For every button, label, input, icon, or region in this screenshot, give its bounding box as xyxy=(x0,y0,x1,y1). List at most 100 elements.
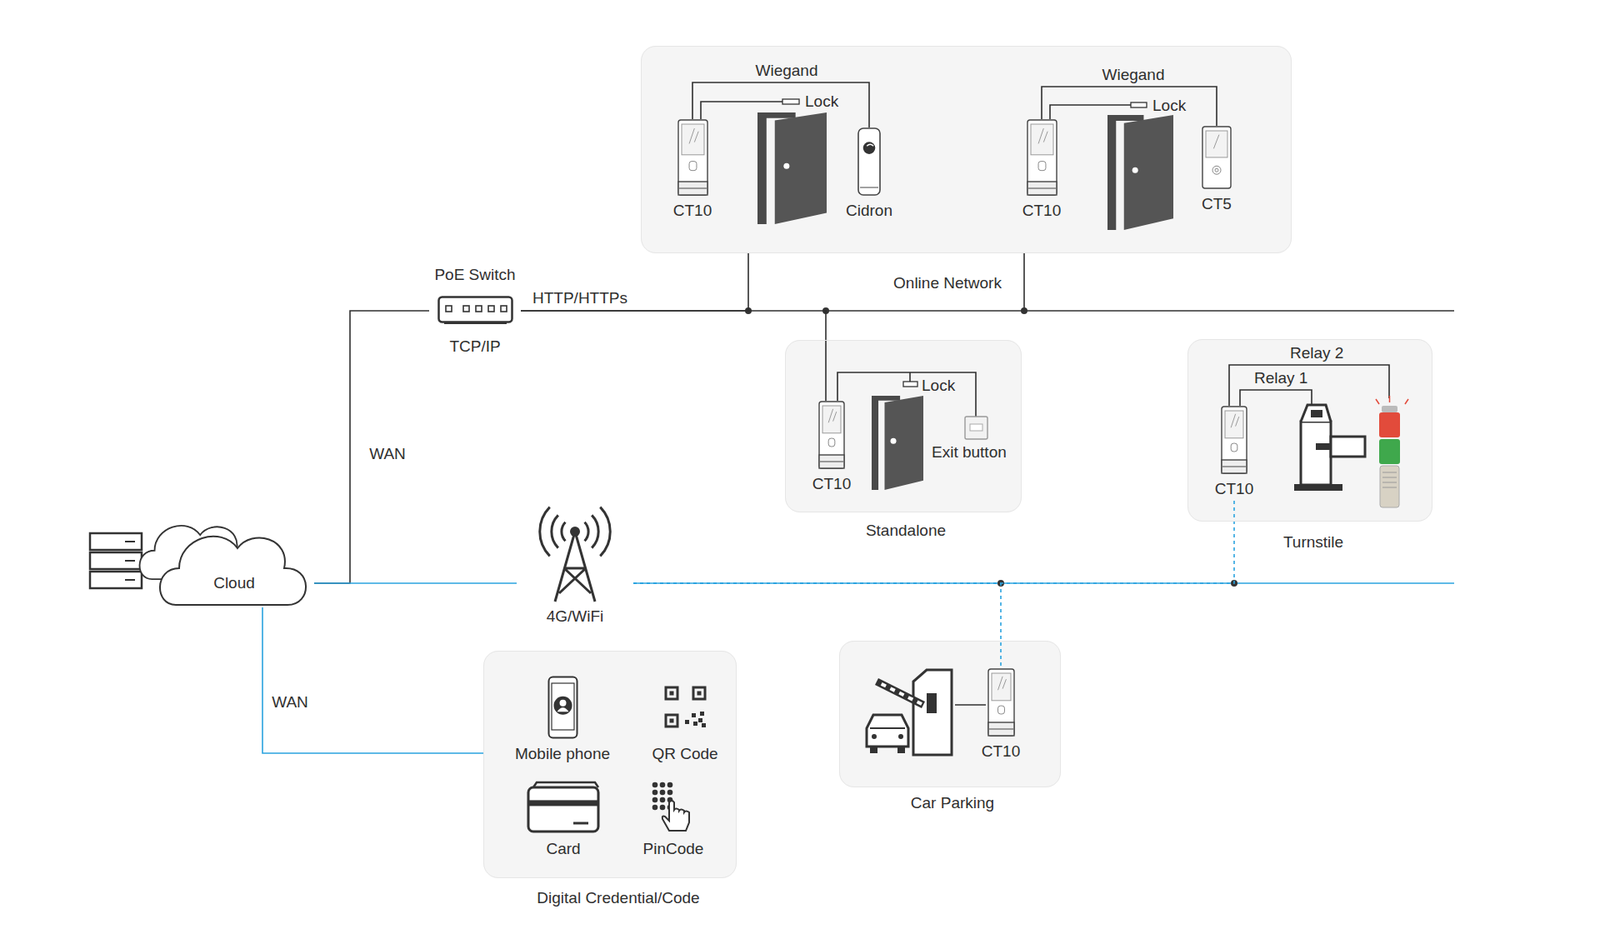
key-dot xyxy=(666,790,673,796)
credential-item: Card xyxy=(513,780,614,859)
card-back xyxy=(533,782,599,788)
cloud-shape: Cloud xyxy=(150,518,315,608)
light-base xyxy=(1380,465,1400,508)
panel-heading: Turnstile xyxy=(1283,532,1344,552)
panel-ground xyxy=(640,45,1292,254)
barrier-box xyxy=(913,670,952,755)
network-panel: Online NetworkCT10CidronCT10CT5 xyxy=(640,45,1292,254)
fingerprint-mark xyxy=(1215,168,1219,172)
switch-port xyxy=(463,305,470,312)
reader-screen xyxy=(822,405,841,434)
key-dot xyxy=(659,805,665,811)
screen-glare xyxy=(694,131,699,143)
connector-label: HTTP/HTTPs xyxy=(530,288,630,308)
reader-body xyxy=(678,120,708,195)
panel-ground xyxy=(839,640,1061,788)
connector-line xyxy=(520,310,826,401)
face-head xyxy=(559,700,566,707)
qr-module xyxy=(698,718,703,723)
card-stripe xyxy=(528,800,599,806)
phone-screen xyxy=(551,683,575,730)
node-label: PoE Switch xyxy=(434,265,515,285)
key-dot xyxy=(666,782,673,789)
qr-finder-core xyxy=(669,691,674,696)
reader-icon xyxy=(1220,405,1248,475)
light-ray xyxy=(1389,395,1391,403)
qr-finder xyxy=(665,715,678,727)
barrier-arm xyxy=(876,681,924,705)
scenario-panel: StandaloneCT10 xyxy=(785,340,1022,513)
reader-icon xyxy=(987,668,1015,737)
connector-label: WAN xyxy=(269,692,311,712)
touch-mark xyxy=(1038,161,1046,171)
exit-button xyxy=(965,416,988,440)
credential-panel: Digital Credential/CodeMobile phoneQR Co… xyxy=(483,650,737,879)
switch-foot xyxy=(444,322,507,325)
base-stripe xyxy=(1222,466,1246,468)
network-bus xyxy=(825,310,1455,312)
turnstile-screen xyxy=(1310,410,1323,418)
signal-arc xyxy=(591,515,599,548)
keypad-icon xyxy=(650,780,697,834)
reader-base xyxy=(988,722,1015,736)
server-led xyxy=(125,540,135,543)
turnstile-head xyxy=(1300,405,1331,422)
base-stripe xyxy=(860,187,879,189)
screen-glare xyxy=(1043,131,1048,143)
light-cap xyxy=(1381,405,1398,413)
panel-heading: Online Network xyxy=(893,273,1002,293)
car-wheel xyxy=(870,746,878,754)
panel-heading: Digital Credential/Code xyxy=(536,888,700,908)
signal-arc xyxy=(540,507,550,557)
touch-mark xyxy=(997,705,1005,715)
server-led xyxy=(125,560,135,562)
reader-screen xyxy=(1225,410,1244,439)
poe-switch: PoE SwitchTCP/IP xyxy=(429,265,521,357)
qr-module xyxy=(701,723,706,728)
lock-symbol xyxy=(1130,102,1147,108)
light-red xyxy=(1379,412,1400,438)
screen-glare xyxy=(1213,135,1219,150)
reader-body xyxy=(858,128,880,195)
reader-base xyxy=(1027,181,1057,195)
key-dot xyxy=(651,782,658,789)
credential-item: QR Code xyxy=(643,675,727,764)
cidron-icon xyxy=(857,127,881,196)
screen-glare xyxy=(1002,679,1006,689)
key-dot xyxy=(651,805,658,811)
switch-body xyxy=(438,297,512,323)
panel-ground xyxy=(785,340,1022,513)
screen-glare xyxy=(1230,414,1235,428)
connector-label: Wiegand xyxy=(753,60,821,80)
connector-line xyxy=(692,82,870,128)
light-ray xyxy=(1405,399,1409,405)
key-dot xyxy=(651,797,658,804)
relay-label: Relay 2 xyxy=(1290,343,1344,363)
qr-finder-core xyxy=(696,691,701,696)
credential-item: PinCode xyxy=(631,780,715,859)
light-base-groove xyxy=(1382,472,1397,474)
lock-wire xyxy=(909,372,911,382)
reader-icon xyxy=(677,119,709,196)
connector-line xyxy=(520,253,749,311)
scenario-panel: TurnstileCT10 xyxy=(1187,339,1433,522)
relay-wire xyxy=(1240,390,1312,406)
screen-glare xyxy=(689,128,695,144)
protocol-label: TCP/IP xyxy=(449,336,500,356)
signal-arc xyxy=(551,515,559,548)
tower-icon xyxy=(526,503,624,602)
switch-port xyxy=(500,305,507,312)
key-dot xyxy=(659,797,665,804)
wireless-tower: 4G/WiFi xyxy=(516,503,634,626)
car-wheel xyxy=(897,746,905,754)
switch-icon xyxy=(437,295,514,325)
switch-port xyxy=(445,305,452,312)
touch-mark xyxy=(1230,443,1238,452)
node-label: Cidron xyxy=(845,200,893,220)
turnstile-body xyxy=(1300,421,1331,485)
node-label: QR Code xyxy=(651,744,718,764)
server-unit xyxy=(90,571,142,589)
